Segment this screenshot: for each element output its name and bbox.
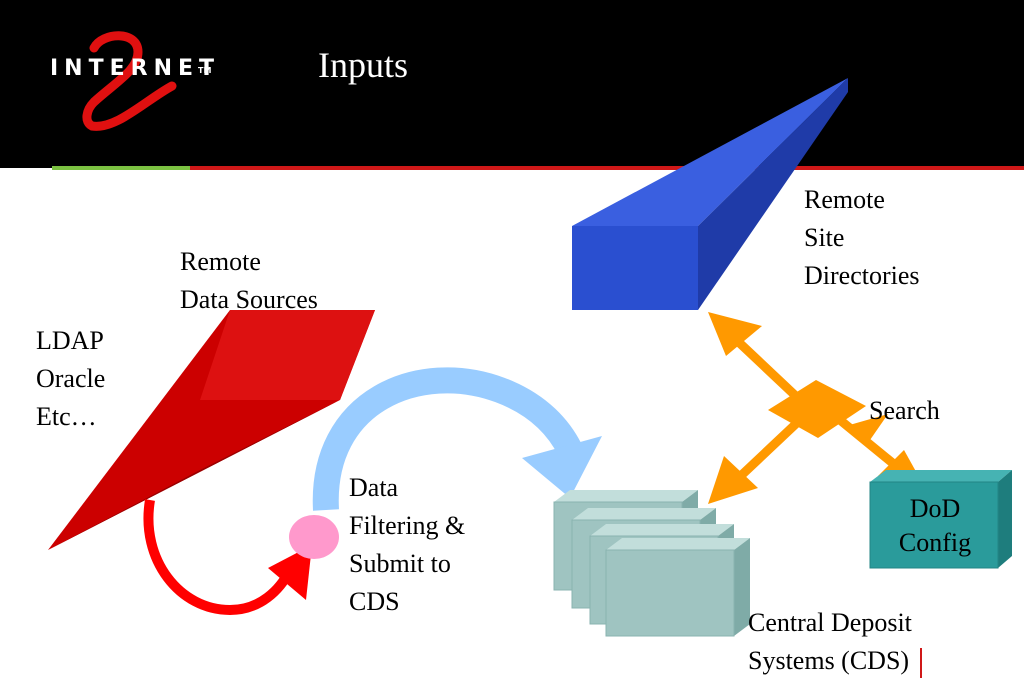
internet2-logo: INTERNET TM	[46, 30, 216, 140]
label-search: Search	[869, 396, 940, 425]
label-ldap-oracle-etc: LDAP Oracle Etc…	[36, 326, 106, 431]
label-dod-config: DoD Config	[898, 494, 972, 557]
remote-data-sources-wedge	[48, 310, 375, 550]
logo-text: INTERNET	[50, 56, 221, 81]
text-cursor-mark	[920, 648, 922, 678]
slide-title: Inputs	[318, 45, 408, 85]
filter-node	[289, 515, 339, 559]
cds-box-4	[605, 538, 750, 637]
label-remote-data-sources: Remote Data Sources	[180, 247, 318, 314]
logo-numeral-graphic	[82, 31, 177, 131]
header-rule-green	[52, 166, 190, 170]
dod-config-box	[869, 470, 1012, 569]
filter-to-cds-arrow	[312, 367, 602, 511]
label-data-filtering: Data Filtering & Submit to CDS	[349, 473, 466, 616]
source-to-filter-arrow	[143, 499, 312, 616]
label-central-deposit-systems: Central Deposit Systems (CDS)	[748, 608, 912, 675]
logo-trademark: TM	[198, 66, 212, 75]
remote-site-directories-wedge	[572, 78, 848, 310]
cds-boxes	[553, 490, 750, 637]
label-remote-site-directories: Remote Site Directories	[804, 185, 920, 290]
search-diamond	[768, 380, 866, 438]
header-rule-red	[190, 166, 1024, 170]
